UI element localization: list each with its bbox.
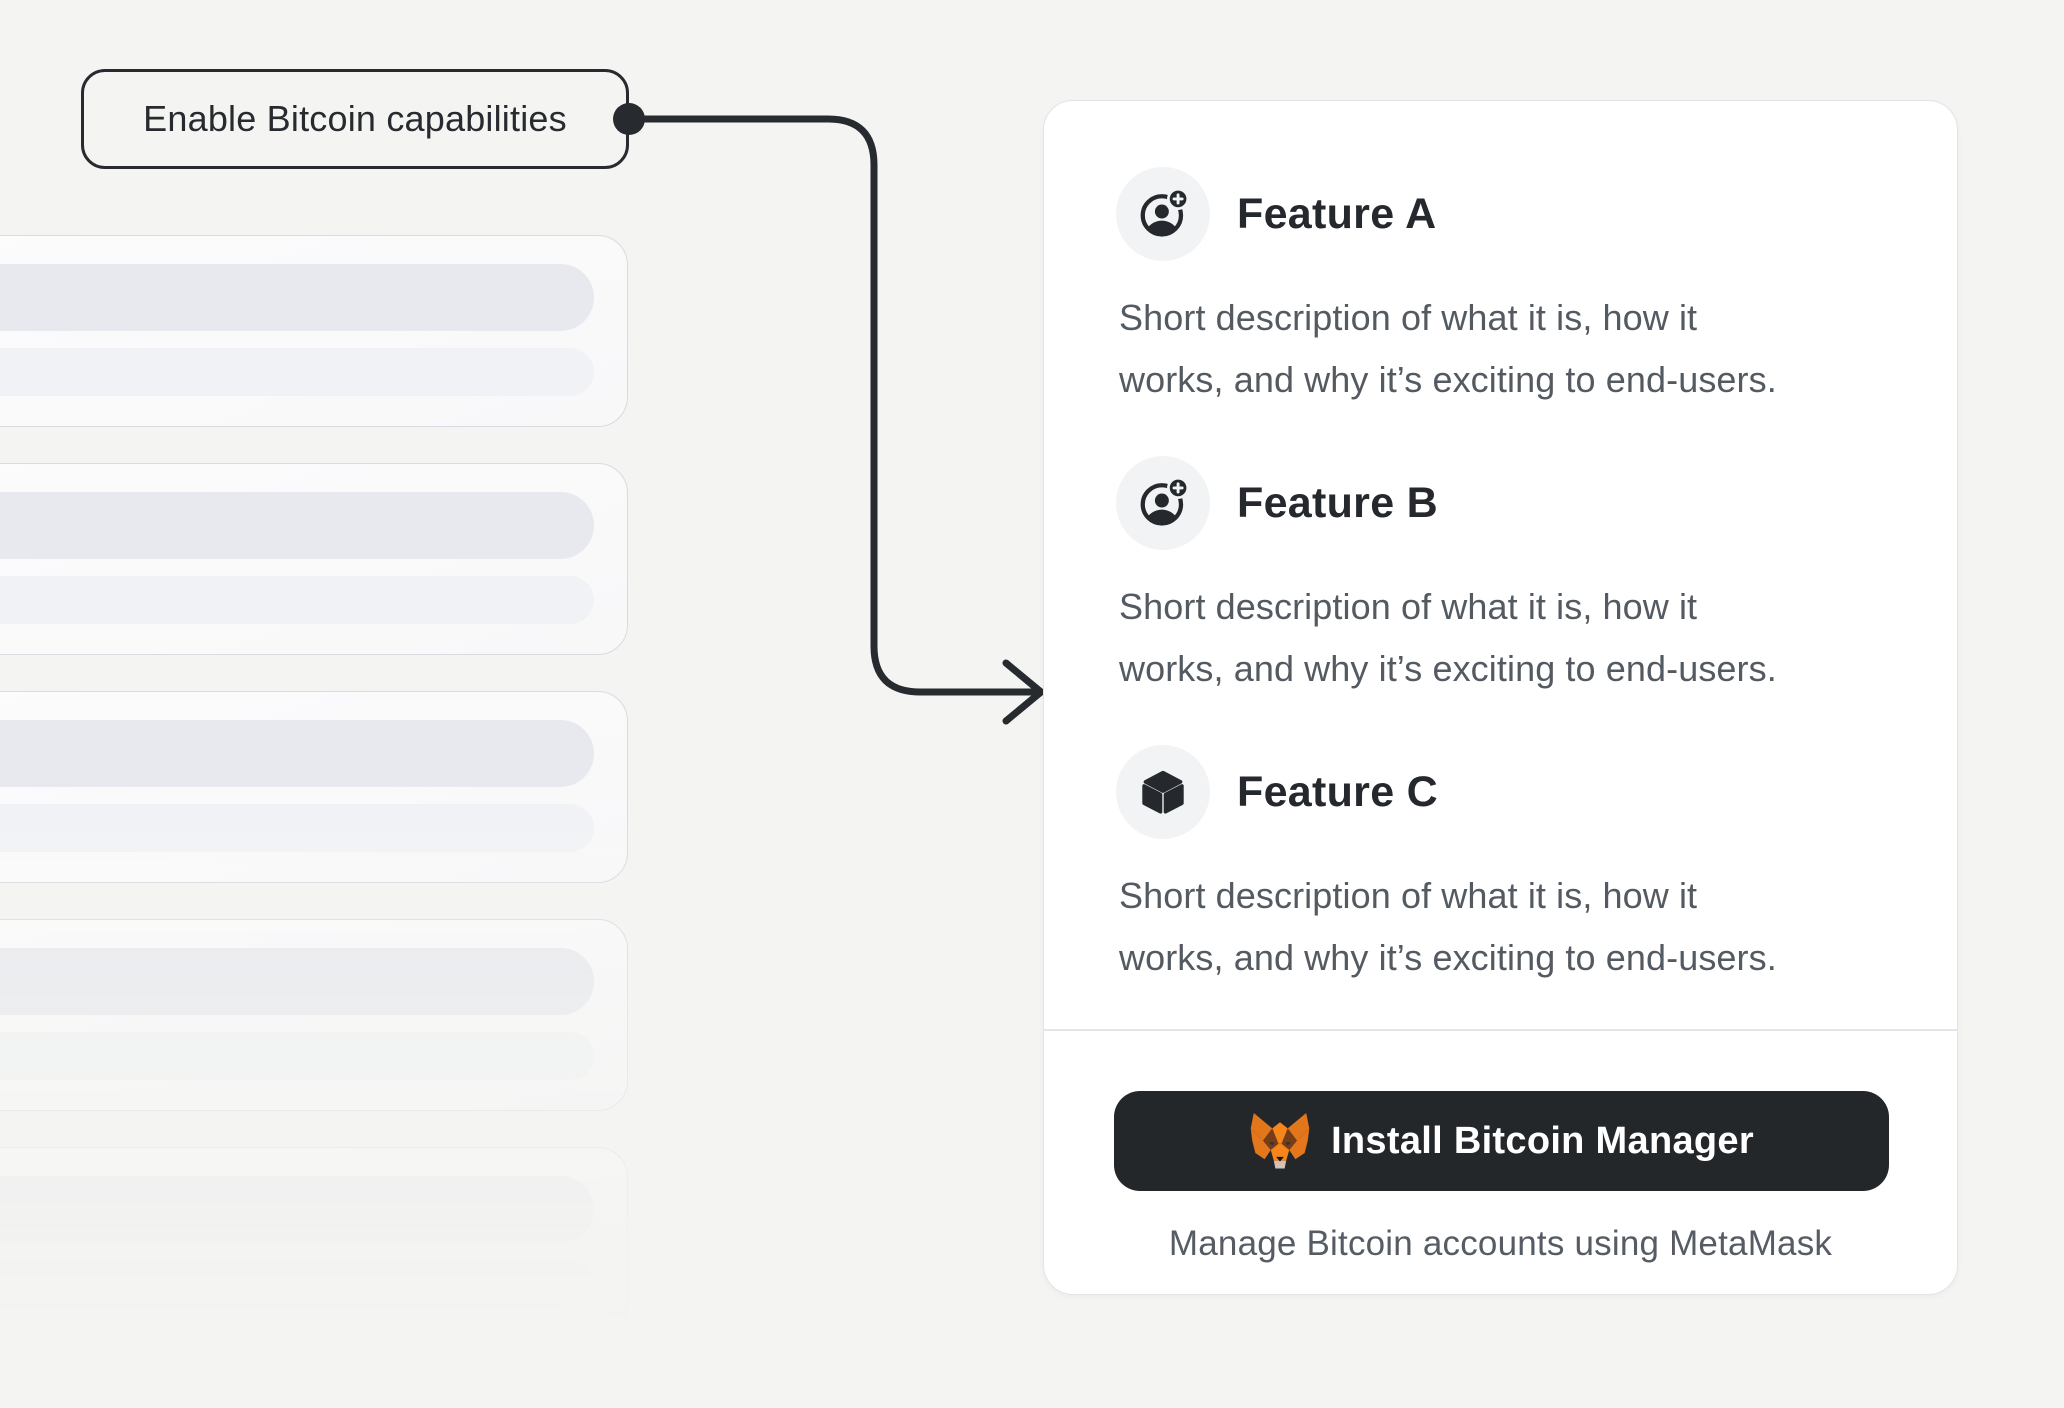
install-button-label: Install Bitcoin Manager: [1331, 1119, 1754, 1162]
connector-arrowhead-icon: [1002, 659, 1045, 725]
placeholder-bar: [0, 348, 594, 396]
callout-label: Enable Bitcoin capabilities: [81, 69, 629, 169]
placeholder-bar: [0, 576, 594, 624]
feature-description-line: Short description of what it is, how it: [1119, 586, 1698, 627]
install-bitcoin-manager-button[interactable]: Install Bitcoin Manager: [1114, 1091, 1889, 1191]
account-add-icon: [1116, 167, 1210, 261]
feature-panel: Feature A Short description of what it i…: [1043, 100, 1958, 1295]
placeholder-card: [0, 463, 628, 655]
placeholder-card: [0, 1147, 628, 1339]
account-add-icon: [1116, 456, 1210, 550]
placeholder-bar: [0, 492, 594, 559]
feature-description-line: works, and why it’s exciting to end-user…: [1119, 359, 1777, 400]
feature-description: Short description of what it is, how it …: [1119, 576, 1919, 700]
feature-description-line: Short description of what it is, how it: [1119, 297, 1698, 338]
placeholder-bar: [0, 720, 594, 787]
placeholder-card: [0, 919, 628, 1111]
callout-label-text: Enable Bitcoin capabilities: [143, 98, 567, 139]
feature-description-line: Short description of what it is, how it: [1119, 875, 1698, 916]
placeholder-card-list: [0, 235, 630, 1395]
cube-icon: [1116, 745, 1210, 839]
feature-title: Feature B: [1237, 478, 1439, 527]
feature-title: Feature A: [1237, 189, 1437, 238]
feature-description-line: works, and why it’s exciting to end-user…: [1119, 648, 1777, 689]
placeholder-card: [0, 235, 628, 427]
placeholder-bar: [0, 1176, 594, 1243]
feature-description: Short description of what it is, how it …: [1119, 865, 1919, 989]
placeholder-bar: [0, 1032, 594, 1080]
feature-description-line: works, and why it’s exciting to end-user…: [1119, 937, 1777, 978]
placeholder-bar: [0, 948, 594, 1015]
panel-caption: Manage Bitcoin accounts using MetaMask: [1168, 1224, 1833, 1263]
feature-description: Short description of what it is, how it …: [1119, 287, 1919, 411]
placeholder-bar: [0, 804, 594, 852]
placeholder-card: [0, 691, 628, 883]
metamask-fox-icon: [1249, 1112, 1311, 1170]
placeholder-bar: [0, 1260, 594, 1308]
panel-divider: [1044, 1029, 1957, 1031]
connector-line: [641, 115, 1038, 696]
placeholder-bar: [0, 264, 594, 331]
feature-title: Feature C: [1237, 767, 1439, 816]
